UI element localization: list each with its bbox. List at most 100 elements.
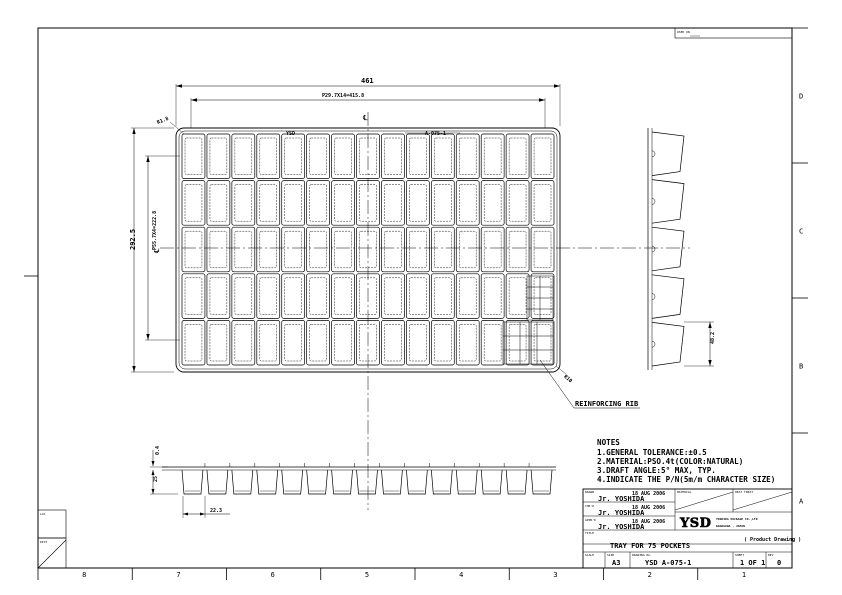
section-pocket-profile [406,469,428,495]
pocket-inner [309,184,327,222]
section-pocket-profile [206,469,229,495]
section-pocket-profile [181,469,204,495]
zone-column-label: 5 [365,571,369,579]
pocket-inner [409,230,427,269]
pocket-inner [409,324,427,362]
pocket-inner [284,277,302,315]
section-pocket-profile [381,469,403,495]
section-pocket-profile [306,469,328,495]
pocket-outer [406,320,430,366]
pocket-outer [480,226,505,273]
loc-label: LOC [40,512,46,516]
side-pocket-notch [651,198,656,205]
pocket-inner [334,277,352,315]
reinforcing-rib-hatch [502,275,554,365]
sheet-label: SHEET [735,553,744,557]
pocket-inner [284,184,302,222]
pocket-inner [409,277,427,315]
section-pocket-profile [281,469,304,495]
pocket-inner [434,324,452,362]
pocket-outer [181,133,206,179]
pocket-outer [381,320,405,366]
title-block [582,488,793,569]
drawn-date: 18 AUG 2006 [632,491,665,497]
checked-label: CHK'D [585,504,594,508]
pocket-inner [483,230,502,269]
pocket-outer [530,133,555,179]
pocket-inner [309,277,327,315]
pocket-outer [181,180,206,226]
pocket-outer [430,133,455,179]
pocket-inner [234,137,253,175]
pocket-outer [231,273,256,319]
title-label: TITLE [585,531,594,535]
pocket-outer [480,133,505,179]
pocket-outer [505,226,530,273]
drawing-number: YSD A-075-1 [645,559,691,567]
pocket-inner [184,137,203,175]
size-label: SIZE [607,553,614,557]
company-location: KANAGAWA , JAPAN [716,524,745,528]
pocket-inner [234,184,253,222]
side-pocket-profile [651,179,685,224]
pocket-inner [434,230,452,269]
checked-name: Jr. YOSHIDA [598,509,645,517]
pocket-inner [434,277,452,315]
rib-leader [539,359,640,409]
pocket-outer [381,273,405,319]
pocket-outer [505,320,530,366]
pocket-outer [530,320,555,366]
pocket-inner [334,184,352,222]
pocket-outer [231,226,256,273]
pocket-inner [384,137,402,175]
pocket-outer [281,320,306,366]
pocket-inner [409,184,427,222]
zone-column-label: 2 [648,571,652,579]
pocket-inner [533,277,552,315]
side-pocket-profiles [651,131,685,367]
side-pocket-notch [651,293,656,300]
pocket-inner [184,230,203,269]
dim-pitch-y: P55.7X4=222.8 [152,211,158,250]
note-2: 2.MATERIAL:PSO.4t(COLOR:NATURAL) [597,457,743,466]
pocket-inner [508,277,527,315]
section-pocket-profile [455,469,478,495]
pocket-outer [256,180,281,226]
pocket-outer [281,226,306,273]
pocket-inner [533,137,552,175]
pocket-inner [459,277,477,315]
pocket-outer [206,226,231,273]
pocket-outer [231,133,256,179]
pocket-outer [331,273,355,319]
pocket-inner [384,230,402,269]
pocket-inner [334,137,352,175]
used-on-label: USED ON [677,30,690,34]
part-number-mark: A-075-1 [425,131,446,137]
pocket-outer [206,180,231,226]
centerline-symbol-top: ℄ [362,114,368,122]
loc-dist-box: LOC DIST [37,509,67,569]
material-label: MATERIAL [677,490,692,494]
zone-column-label: 3 [553,571,557,579]
centerline-symbol-left: ℄ [153,248,161,254]
part-mark: YSD [286,131,295,137]
zone-column-label: 6 [271,571,275,579]
dim-outer-radius: R10 [562,374,573,384]
pocket-inner [209,184,228,222]
pocket-inner [334,324,352,362]
side-pocket-profile [651,274,685,319]
pocket-outer [181,320,206,366]
pocket-outer [256,273,281,319]
pocket-outer [505,133,530,179]
section-view: 0.4 25 22.3 [150,446,556,518]
pocket-inner [184,324,203,362]
note-3: 3.DRAFT ANGLE:5° MAX, TYP. [597,466,716,475]
pocket-inner [234,277,253,315]
pocket-inner [508,137,527,175]
dim-section-thickness: 0.4 [155,446,161,455]
pocket-inner [508,324,527,362]
notes-heading: NOTES [597,438,620,447]
